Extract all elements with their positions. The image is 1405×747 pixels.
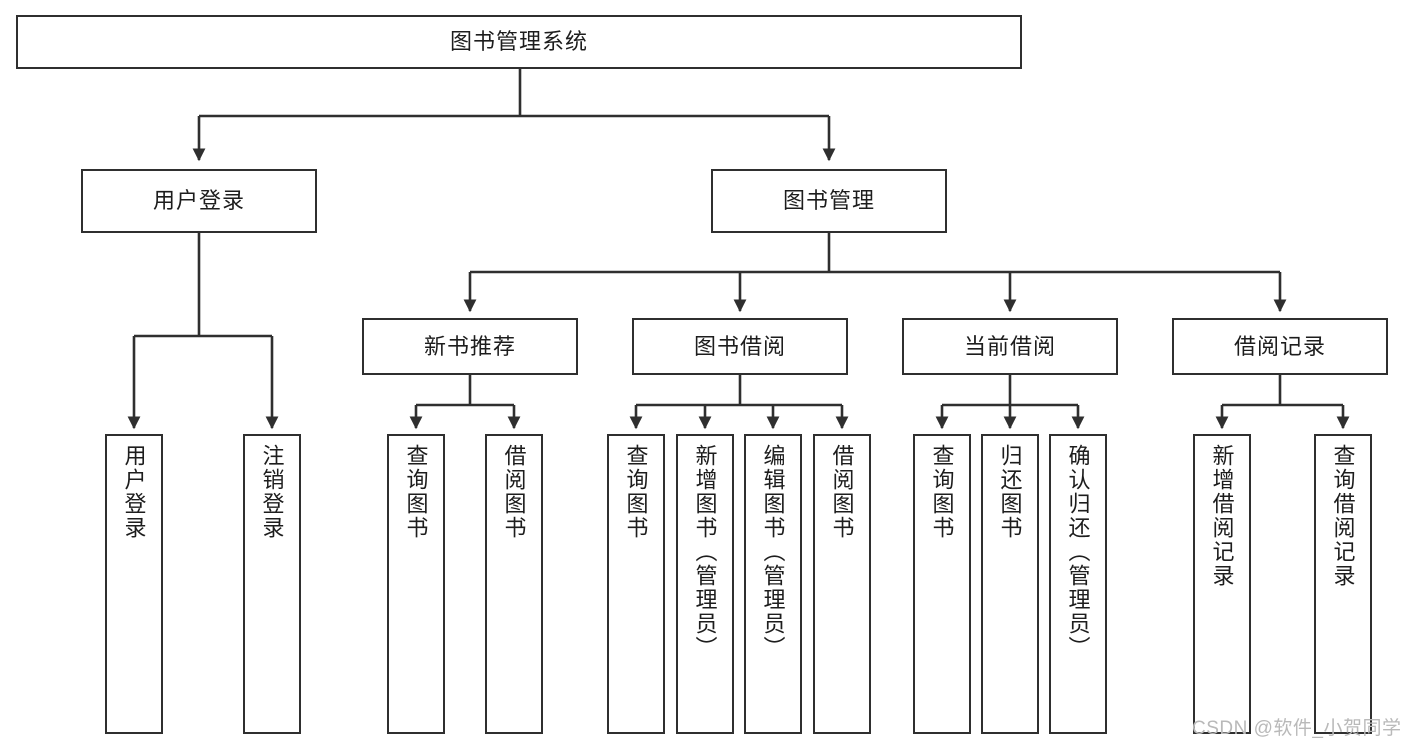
node-book-borrow[interactable]: 图书借阅: [632, 318, 848, 375]
node-leaf-edit-book-admin[interactable]: 编辑图书（管理员）: [744, 434, 802, 734]
node-leaf-logout-label: 注销登录: [259, 444, 285, 540]
node-leaf-add-borrow-record[interactable]: 新增借阅记录: [1193, 434, 1251, 734]
node-leaf-borrow-book-label: 借阅图书: [829, 444, 855, 540]
node-new-book-recommend[interactable]: 新书推荐: [362, 318, 578, 375]
node-leaf-add-book-admin-label: 新增图书（管理员）: [692, 444, 718, 660]
node-borrow-record-label: 借阅记录: [1233, 333, 1326, 359]
csdn-watermark: CSDN @软件_小贺同学: [1192, 718, 1402, 739]
node-root-book-management-system[interactable]: 图书管理系统: [16, 15, 1022, 69]
node-leaf-query-book-current[interactable]: 查询图书: [913, 434, 971, 734]
node-leaf-query-book-current-label: 查询图书: [929, 444, 955, 540]
node-leaf-logout[interactable]: 注销登录: [243, 434, 301, 734]
node-book-management[interactable]: 图书管理: [711, 169, 947, 233]
node-leaf-query-book-borrow[interactable]: 查询图书: [607, 434, 665, 734]
node-leaf-borrow-book[interactable]: 借阅图书: [813, 434, 871, 734]
node-current-borrow-label: 当前借阅: [963, 333, 1056, 359]
node-leaf-borrow-book-recommend-label: 借阅图书: [501, 444, 527, 540]
node-leaf-query-book-recommend[interactable]: 查询图书: [387, 434, 445, 734]
node-current-borrow[interactable]: 当前借阅: [902, 318, 1118, 375]
node-leaf-query-book-recommend-label: 查询图书: [403, 444, 429, 540]
node-leaf-query-borrow-record-label: 查询借阅记录: [1330, 444, 1356, 588]
node-user-login-label: 用户登录: [152, 188, 245, 214]
node-leaf-borrow-book-recommend[interactable]: 借阅图书: [485, 434, 543, 734]
node-leaf-confirm-return-admin-label: 确认归还（管理员）: [1065, 444, 1091, 660]
node-leaf-confirm-return-admin[interactable]: 确认归还（管理员）: [1049, 434, 1107, 734]
node-user-login[interactable]: 用户登录: [81, 169, 317, 233]
node-leaf-user-login[interactable]: 用户登录: [105, 434, 163, 734]
node-leaf-edit-book-admin-label: 编辑图书（管理员）: [760, 444, 786, 660]
node-root-label: 图书管理系统: [449, 29, 588, 55]
node-book-borrow-label: 图书借阅: [693, 333, 786, 359]
node-book-management-label: 图书管理: [782, 188, 875, 214]
node-leaf-return-book[interactable]: 归还图书: [981, 434, 1039, 734]
node-leaf-query-borrow-record[interactable]: 查询借阅记录: [1314, 434, 1372, 734]
node-leaf-query-book-borrow-label: 查询图书: [623, 444, 649, 540]
node-borrow-record[interactable]: 借阅记录: [1172, 318, 1388, 375]
node-leaf-return-book-label: 归还图书: [997, 444, 1023, 540]
node-leaf-add-book-admin[interactable]: 新增图书（管理员）: [676, 434, 734, 734]
node-leaf-user-login-label: 用户登录: [121, 444, 147, 540]
node-leaf-add-borrow-record-label: 新增借阅记录: [1209, 444, 1235, 588]
node-new-book-recommend-label: 新书推荐: [423, 333, 516, 359]
